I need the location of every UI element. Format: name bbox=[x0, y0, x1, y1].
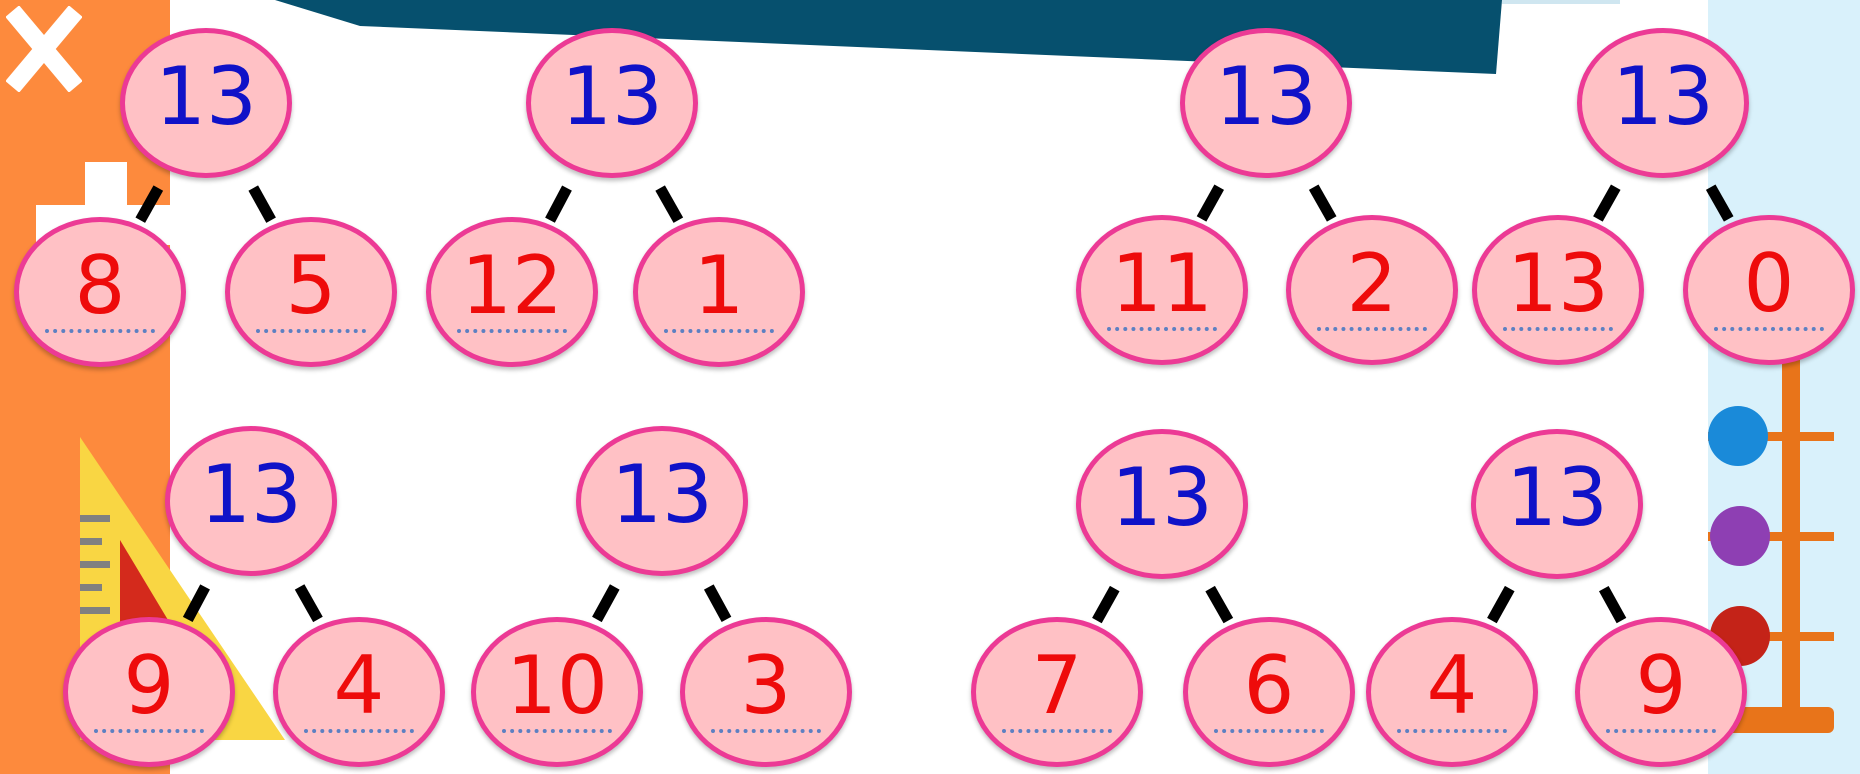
answer-line[interactable] bbox=[94, 729, 204, 733]
bond-connector-right bbox=[294, 584, 323, 623]
answer-line[interactable] bbox=[1214, 729, 1324, 733]
bond-connector-right bbox=[248, 185, 276, 223]
bond-whole-circle-6: 13 bbox=[576, 426, 748, 576]
bond-whole-number: 13 bbox=[155, 50, 257, 143]
answer-line[interactable] bbox=[256, 329, 366, 333]
bond-right-part-circle-6[interactable]: 3 bbox=[680, 617, 852, 767]
x-icon[interactable] bbox=[6, 6, 82, 92]
bond-whole-circle-4: 13 bbox=[1577, 28, 1749, 178]
bond-connector-right bbox=[1205, 585, 1234, 624]
bond-right-part-number: 4 bbox=[333, 639, 385, 732]
bond-left-part-number: 7 bbox=[1031, 639, 1083, 732]
bond-whole-number: 13 bbox=[1506, 451, 1608, 544]
answer-line[interactable] bbox=[1714, 327, 1824, 331]
bond-right-part-circle-3[interactable]: 2 bbox=[1286, 215, 1458, 365]
answer-line[interactable] bbox=[1317, 327, 1427, 331]
bond-connector-left bbox=[1092, 585, 1120, 624]
bond-right-part-circle-7[interactable]: 6 bbox=[1183, 617, 1355, 767]
bond-right-part-number: 0 bbox=[1743, 237, 1795, 330]
bond-connector-left bbox=[1196, 184, 1225, 222]
bond-connector-left bbox=[592, 584, 620, 623]
bond-right-part-circle-5[interactable]: 4 bbox=[273, 617, 445, 767]
bond-whole-circle-3: 13 bbox=[1180, 28, 1352, 178]
bond-left-part-number: 10 bbox=[506, 639, 608, 732]
bond-right-part-number: 9 bbox=[1635, 639, 1687, 732]
bond-left-part-circle-3[interactable]: 11 bbox=[1076, 215, 1248, 365]
bond-connector-left bbox=[135, 185, 164, 223]
bond-left-part-number: 12 bbox=[461, 239, 563, 332]
bond-connector-right bbox=[1308, 184, 1337, 222]
bond-right-part-number: 6 bbox=[1243, 639, 1295, 732]
bond-right-part-number: 1 bbox=[693, 239, 745, 332]
bond-right-part-number: 5 bbox=[285, 239, 337, 332]
bond-whole-number: 13 bbox=[1215, 50, 1317, 143]
bond-connector-right bbox=[655, 185, 684, 223]
bond-connector-right bbox=[1705, 184, 1734, 222]
answer-line[interactable] bbox=[1503, 327, 1613, 331]
answer-line[interactable] bbox=[711, 729, 821, 733]
bond-connector-left bbox=[1487, 585, 1515, 624]
bond-whole-circle-7: 13 bbox=[1076, 429, 1248, 579]
bond-left-part-circle-2[interactable]: 12 bbox=[426, 217, 598, 367]
bond-left-part-circle-7[interactable]: 7 bbox=[971, 617, 1143, 767]
bond-whole-number: 13 bbox=[611, 448, 713, 541]
answer-line[interactable] bbox=[502, 729, 612, 733]
answer-line[interactable] bbox=[45, 329, 155, 333]
bond-right-part-number: 3 bbox=[740, 639, 792, 732]
bond-left-part-number: 9 bbox=[123, 639, 175, 732]
bond-left-part-circle-5[interactable]: 9 bbox=[63, 617, 235, 767]
bond-left-part-circle-4[interactable]: 13 bbox=[1472, 215, 1644, 365]
bond-left-part-circle-1[interactable]: 8 bbox=[14, 217, 186, 367]
answer-line[interactable] bbox=[1397, 729, 1507, 733]
bond-whole-number: 13 bbox=[1612, 50, 1714, 143]
bond-left-part-number: 4 bbox=[1426, 639, 1478, 732]
bond-connector-right bbox=[703, 584, 732, 623]
answer-line[interactable] bbox=[304, 729, 414, 733]
bond-left-part-number: 8 bbox=[74, 239, 126, 332]
bond-whole-number: 13 bbox=[1111, 451, 1213, 544]
bond-connector-right bbox=[1598, 585, 1627, 624]
answer-line[interactable] bbox=[1107, 327, 1217, 331]
bond-left-part-circle-8[interactable]: 4 bbox=[1366, 617, 1538, 767]
bond-right-part-circle-1[interactable]: 5 bbox=[225, 217, 397, 367]
bond-right-part-number: 2 bbox=[1346, 237, 1398, 330]
bond-whole-circle-1: 13 bbox=[120, 28, 292, 178]
answer-line[interactable] bbox=[1002, 729, 1112, 733]
bond-connector-left bbox=[182, 584, 210, 623]
answer-line[interactable] bbox=[457, 329, 567, 333]
bond-whole-circle-2: 13 bbox=[526, 28, 698, 178]
bond-whole-circle-8: 13 bbox=[1471, 429, 1643, 579]
answer-line[interactable] bbox=[1606, 729, 1716, 733]
bond-whole-circle-5: 13 bbox=[165, 426, 337, 576]
answer-line[interactable] bbox=[664, 329, 774, 333]
top-banner bbox=[275, 0, 1620, 74]
bond-left-part-number: 11 bbox=[1111, 237, 1213, 330]
bond-left-part-number: 13 bbox=[1507, 237, 1609, 330]
bond-right-part-circle-8[interactable]: 9 bbox=[1575, 617, 1747, 767]
bond-connector-left bbox=[1593, 184, 1621, 222]
bond-connector-left bbox=[545, 185, 572, 223]
bond-right-part-circle-2[interactable]: 1 bbox=[633, 217, 805, 367]
bond-left-part-circle-6[interactable]: 10 bbox=[471, 617, 643, 767]
bond-whole-number: 13 bbox=[200, 448, 302, 541]
bond-right-part-circle-4[interactable]: 0 bbox=[1683, 215, 1855, 365]
bond-whole-number: 13 bbox=[561, 50, 663, 143]
